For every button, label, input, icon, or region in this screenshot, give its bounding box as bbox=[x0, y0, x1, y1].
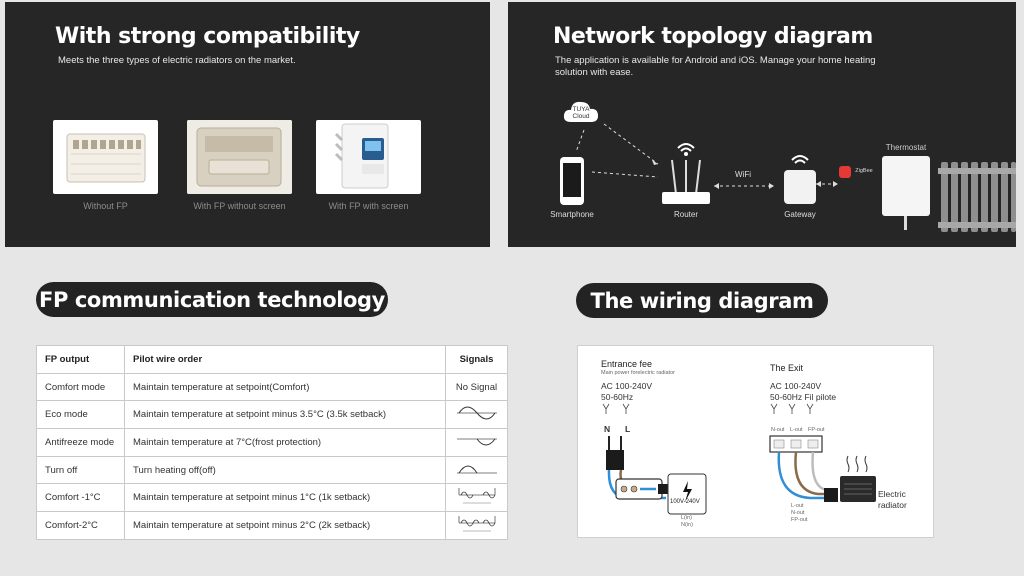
zigbee-icon bbox=[839, 166, 851, 178]
fp-output-cell: Antifreeze mode bbox=[36, 428, 125, 457]
header-pilot-wire-order: Pilot wire order bbox=[124, 345, 446, 374]
header-signals: Signals bbox=[445, 345, 508, 374]
radiator-without-fp-image bbox=[53, 120, 158, 194]
network-subtitle-line1: The application is available for Android… bbox=[555, 55, 876, 66]
table-row: Antifreeze mode Maintain temperature at … bbox=[36, 428, 508, 457]
gateway-label: Gateway bbox=[784, 210, 816, 219]
entrance-subtitle: Main power forelectric radiator bbox=[601, 370, 675, 376]
table-row: Comfort mode Maintain temperature at set… bbox=[36, 372, 508, 402]
fp-out-label-bottom: FP-out bbox=[791, 517, 808, 523]
tuya-cloud-icon bbox=[561, 96, 601, 126]
compatibility-panel: With strong compatibility Meets the thre… bbox=[5, 2, 490, 247]
fp-output-cell: Eco mode bbox=[36, 400, 125, 430]
full-sine-wave-icon bbox=[456, 406, 497, 420]
signal-cell bbox=[445, 400, 508, 430]
compatibility-subtitle: Meets the three types of electric radiat… bbox=[58, 55, 296, 66]
pulse-signal-2-icon bbox=[458, 515, 495, 532]
fp-section-title: FP communication technology bbox=[36, 282, 388, 317]
entrance-title: Entrance fee bbox=[601, 359, 653, 369]
table-row: Eco mode Maintain temperature at setpoin… bbox=[36, 400, 508, 430]
smartphone-label: Smartphone bbox=[550, 210, 594, 219]
live-label: L bbox=[625, 424, 631, 434]
exit-title: The Exit bbox=[770, 363, 804, 373]
network-panel: Network topology diagram The application… bbox=[508, 2, 1016, 247]
router-label: Router bbox=[673, 210, 698, 219]
zigbee-label: ZigBee bbox=[855, 168, 873, 174]
exit-ac: AC 100-240V bbox=[770, 381, 822, 391]
pilot-order-cell: Maintain temperature at 7°C(frost protec… bbox=[124, 428, 446, 457]
signal-cell bbox=[445, 455, 508, 485]
pilot-order-cell: Maintain temperature at setpoint minus 2… bbox=[124, 511, 446, 540]
n-out-label-bottom: N-out bbox=[791, 510, 805, 516]
n-in-label: N(in) bbox=[681, 522, 693, 528]
caption-without-fp: Without FP bbox=[83, 201, 128, 211]
n-out-label: N-out bbox=[771, 427, 785, 433]
cloud-label-line1: TUYA bbox=[572, 106, 590, 113]
pilot-order-cell: Turn heating off(off) bbox=[124, 455, 446, 485]
cloud-label-line2: Cloud bbox=[572, 113, 590, 120]
wiring-section-title: The wiring diagram bbox=[576, 283, 828, 318]
network-title: Network topology diagram bbox=[553, 24, 873, 49]
wiring-lines bbox=[602, 403, 876, 515]
thermostat-icon bbox=[882, 156, 930, 230]
negative-half-wave-icon bbox=[456, 438, 497, 446]
pulse-signal-1-icon bbox=[458, 488, 495, 504]
fp-output-cell: Comfort-2°C bbox=[36, 511, 125, 540]
fp-output-cell: Comfort -1°C bbox=[36, 483, 125, 513]
entrance-hz: 50-60Hz bbox=[601, 392, 634, 402]
smartphone-icon bbox=[560, 157, 584, 205]
signal-cell bbox=[445, 483, 508, 513]
caption-fp-with-screen: With FP with screen bbox=[328, 201, 409, 211]
signal-cell bbox=[445, 428, 508, 457]
pilot-order-cell: Maintain temperature at setpoint minus 1… bbox=[124, 483, 446, 513]
radiator-label-line2: radiator bbox=[878, 500, 907, 510]
network-subtitle-line2: solution with ease. bbox=[555, 67, 634, 78]
table-header-row: FP output Pilot wire order Signals bbox=[36, 345, 508, 374]
fp-out-label: FP-out bbox=[808, 427, 825, 433]
radiator-fp-with-screen-image bbox=[316, 120, 421, 194]
radiator-fp-no-screen-image bbox=[187, 120, 292, 194]
pilot-order-cell: Maintain temperature at setpoint(Comfort… bbox=[124, 372, 446, 402]
table-row: Comfort-2°C Maintain temperature at setp… bbox=[36, 511, 508, 540]
pilot-order-cell: Maintain temperature at setpoint minus 3… bbox=[124, 400, 446, 430]
network-lines bbox=[575, 123, 1016, 232]
table-row: Turn off Turn heating off(off) bbox=[36, 455, 508, 485]
caption-fp-without-screen: With FP without screen bbox=[193, 201, 286, 211]
exit-hz: 50-60Hz Fil pilote bbox=[770, 392, 837, 402]
entrance-ac: AC 100-240V bbox=[601, 381, 653, 391]
table-row: Comfort -1°C Maintain temperature at set… bbox=[36, 483, 508, 513]
fp-output-cell: Turn off bbox=[36, 455, 125, 485]
signal-text: No Signal bbox=[445, 372, 508, 402]
thermostat-label: Thermostat bbox=[885, 143, 927, 152]
gateway-icon bbox=[782, 152, 818, 206]
fp-table: FP output Pilot wire order Signals Comfo… bbox=[36, 345, 508, 540]
radiator-label-line1: Electric bbox=[878, 489, 906, 499]
fp-output-cell: Comfort mode bbox=[36, 372, 125, 402]
l-out-label: L-out bbox=[790, 427, 803, 433]
compatibility-title: With strong compatibility bbox=[55, 24, 360, 49]
header-fp-output: FP output bbox=[36, 345, 125, 374]
wiring-diagram: Entrance fee Main power forelectric radi… bbox=[577, 345, 934, 538]
positive-half-wave-icon bbox=[456, 465, 497, 473]
router-icon bbox=[658, 138, 714, 206]
wifi-label: WiFi bbox=[735, 170, 751, 179]
l-in-label: L(in) bbox=[681, 515, 693, 521]
neutral-label: N bbox=[604, 424, 611, 434]
l-out-label-bottom: L-out bbox=[791, 503, 804, 509]
signal-cell bbox=[445, 511, 508, 540]
module-voltage-label: 100V-240V bbox=[670, 499, 700, 505]
